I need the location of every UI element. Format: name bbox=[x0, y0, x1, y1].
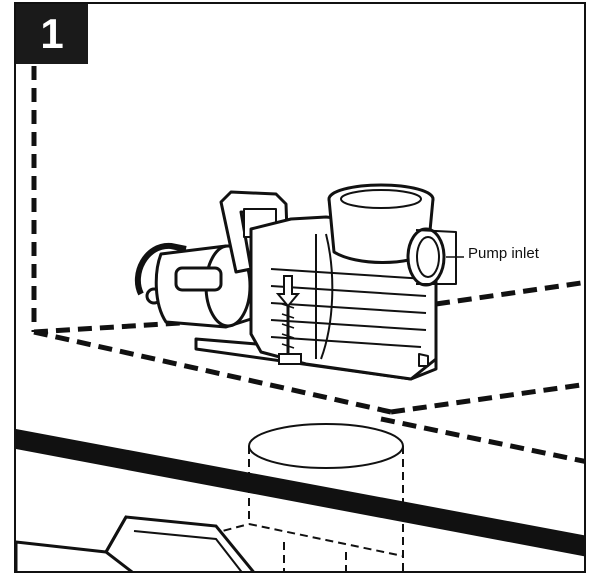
pump-inlet-label: Pump inlet bbox=[468, 245, 539, 262]
pool-pump bbox=[138, 185, 456, 379]
step-number: 1 bbox=[40, 10, 63, 58]
platform-back-right-edge bbox=[436, 282, 586, 304]
step-number-badge: 1 bbox=[16, 4, 88, 64]
lower-box bbox=[16, 517, 256, 573]
platform-right-edge bbox=[391, 384, 586, 412]
installation-illustration bbox=[16, 4, 586, 573]
wall-dashed-line bbox=[381, 419, 586, 462]
illustration-frame: 1 Pump inlet bbox=[14, 2, 586, 573]
